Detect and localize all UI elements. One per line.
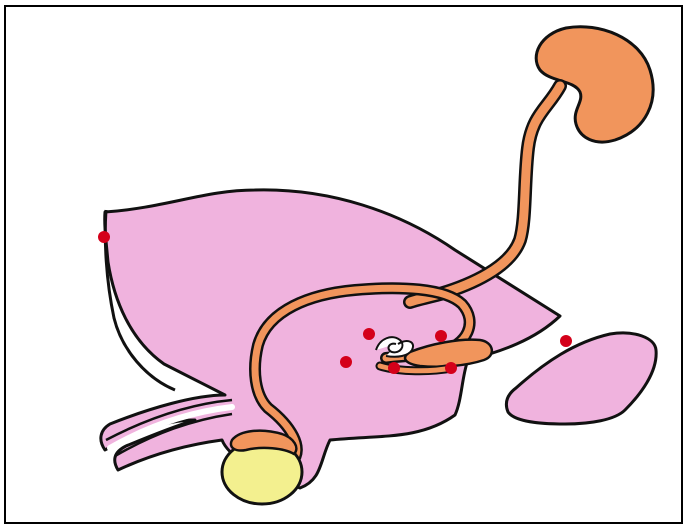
marker-dot (435, 330, 447, 342)
bladder-tissue (101, 190, 560, 488)
marker-dot (340, 356, 352, 368)
marker-dot (445, 362, 457, 374)
marker-dot (363, 328, 375, 340)
marker-dot (98, 231, 110, 243)
marker-dot (560, 335, 572, 347)
marker-dot (388, 362, 400, 374)
rectum (506, 333, 656, 424)
